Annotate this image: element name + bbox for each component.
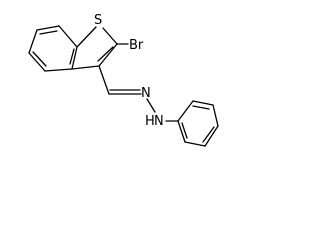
chemical-structure: S Br N N H — [28, 13, 219, 147]
sulfur-atom-label: S — [94, 13, 102, 28]
amine-nitrogen-label: N — [154, 114, 164, 129]
bromine-atom-label: Br — [129, 38, 144, 53]
amine-hydrogen-label: H — [145, 114, 155, 129]
phenyl-ring — [177, 100, 219, 147]
thiophene-ring — [71, 26, 118, 70]
hydrazone-chain — [98, 65, 179, 122]
benzo-ring — [28, 25, 78, 72]
imine-nitrogen-label: N — [141, 86, 151, 101]
